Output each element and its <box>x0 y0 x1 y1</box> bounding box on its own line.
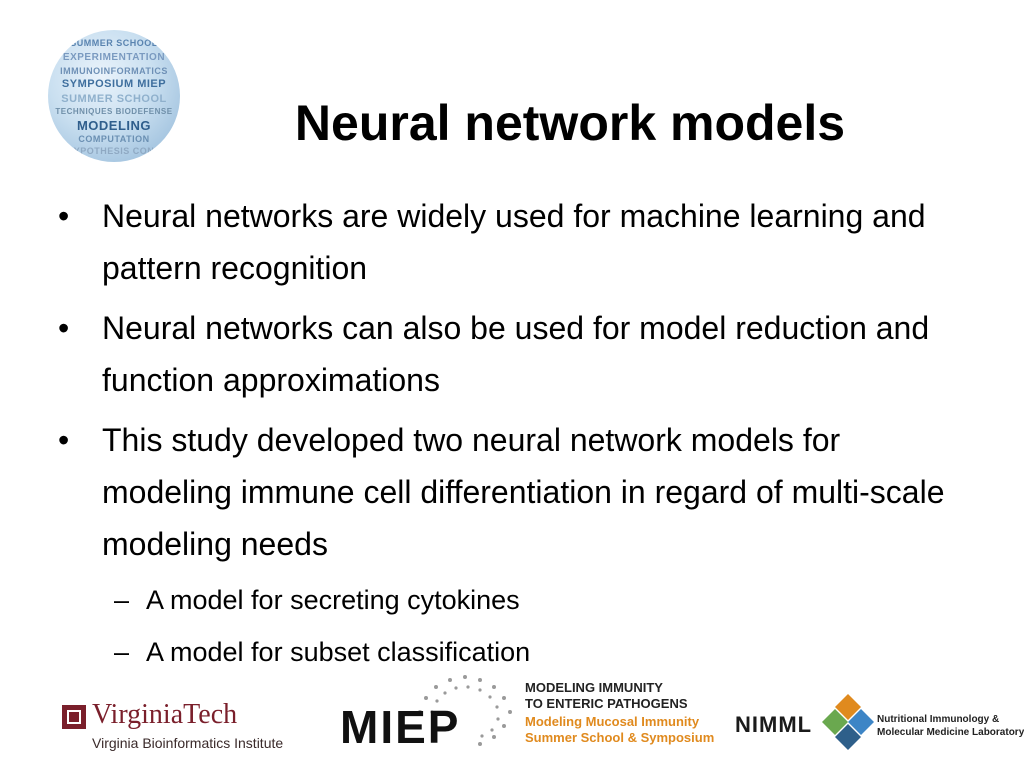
globe-word: IMMUNOINFORMATICS <box>60 66 168 76</box>
symposium-globe-logo: SUMMER SCHOOL EXPERIMENTATION IMMUNOINFO… <box>48 30 180 162</box>
bullet-dot: • <box>58 198 70 234</box>
bullet-text: This study developed two neural network … <box>102 422 945 562</box>
sub-bullet-dash: – <box>114 585 130 615</box>
sub-bullet-item: – A model for secreting cytokines <box>58 578 978 622</box>
bullet-item: • Neural networks are widely used for ma… <box>58 190 978 294</box>
nimml-diamond-icon <box>822 694 874 750</box>
globe-word: COMPUTATION <box>78 134 150 144</box>
miep-line: TO ENTERIC PATHOGENS <box>525 696 688 711</box>
nimml-line: Molecular Medicine Laboratory <box>877 727 1024 738</box>
globe-word: EXPERIMENTATION <box>62 52 166 63</box>
globe-word: SYMPOSIUM MIEP <box>61 78 167 90</box>
slide-title: Neural network models <box>294 94 846 151</box>
bullet-item: • Neural networks can also be used for m… <box>58 302 978 406</box>
bullet-dot: • <box>58 310 70 346</box>
globe-word: TECHNIQUES BIODEFENSE <box>55 107 173 116</box>
miep-line: Modeling Mucosal Immunity <box>525 714 700 729</box>
vt-name: VirginiaTech <box>92 699 238 730</box>
nimml-wordmark: NIMML <box>735 712 813 737</box>
globe-word: SUMMER SCHOOL <box>61 93 167 105</box>
dot-arc-icon <box>418 675 512 746</box>
globe-word: MODELING <box>76 118 152 133</box>
sub-bullet-text: A model for subset classification <box>146 637 531 667</box>
globe-word: HYPOTHESIS CONC <box>66 146 162 156</box>
vt-institute: Virginia Bioinformatics Institute <box>92 735 284 751</box>
miep-wordmark: MIEP <box>340 701 461 753</box>
virginia-tech-logo: VirginiaTech Virginia Bioinformatics Ins… <box>62 699 322 755</box>
sub-bullet-text: A model for secreting cytokines <box>146 585 520 615</box>
sub-bullet-dash: – <box>114 637 130 667</box>
nimml-logo: NIMML Nutritional Immunology & Molecular… <box>735 690 1024 760</box>
bullet-item: • This study developed two neural networ… <box>58 414 978 570</box>
bullet-dot: • <box>58 422 70 458</box>
bullet-text: Neural networks can also be used for mod… <box>102 310 930 398</box>
bullet-text: Neural networks are widely used for mach… <box>102 198 926 286</box>
vt-shield-icon <box>62 705 86 729</box>
miep-line: MODELING IMMUNITY <box>525 680 663 695</box>
bullet-list: • Neural networks are widely used for ma… <box>58 190 978 682</box>
nimml-line: Nutritional Immunology & <box>877 714 1000 725</box>
globe-word: SUMMER SCHOOL <box>70 38 158 48</box>
miep-line: Summer School & Symposium <box>525 730 715 745</box>
sub-bullet-item: – A model for subset classification <box>58 630 978 674</box>
miep-logo: MIEP MODELING IMMUNITY TO ENTERIC PATHOG… <box>340 672 720 762</box>
